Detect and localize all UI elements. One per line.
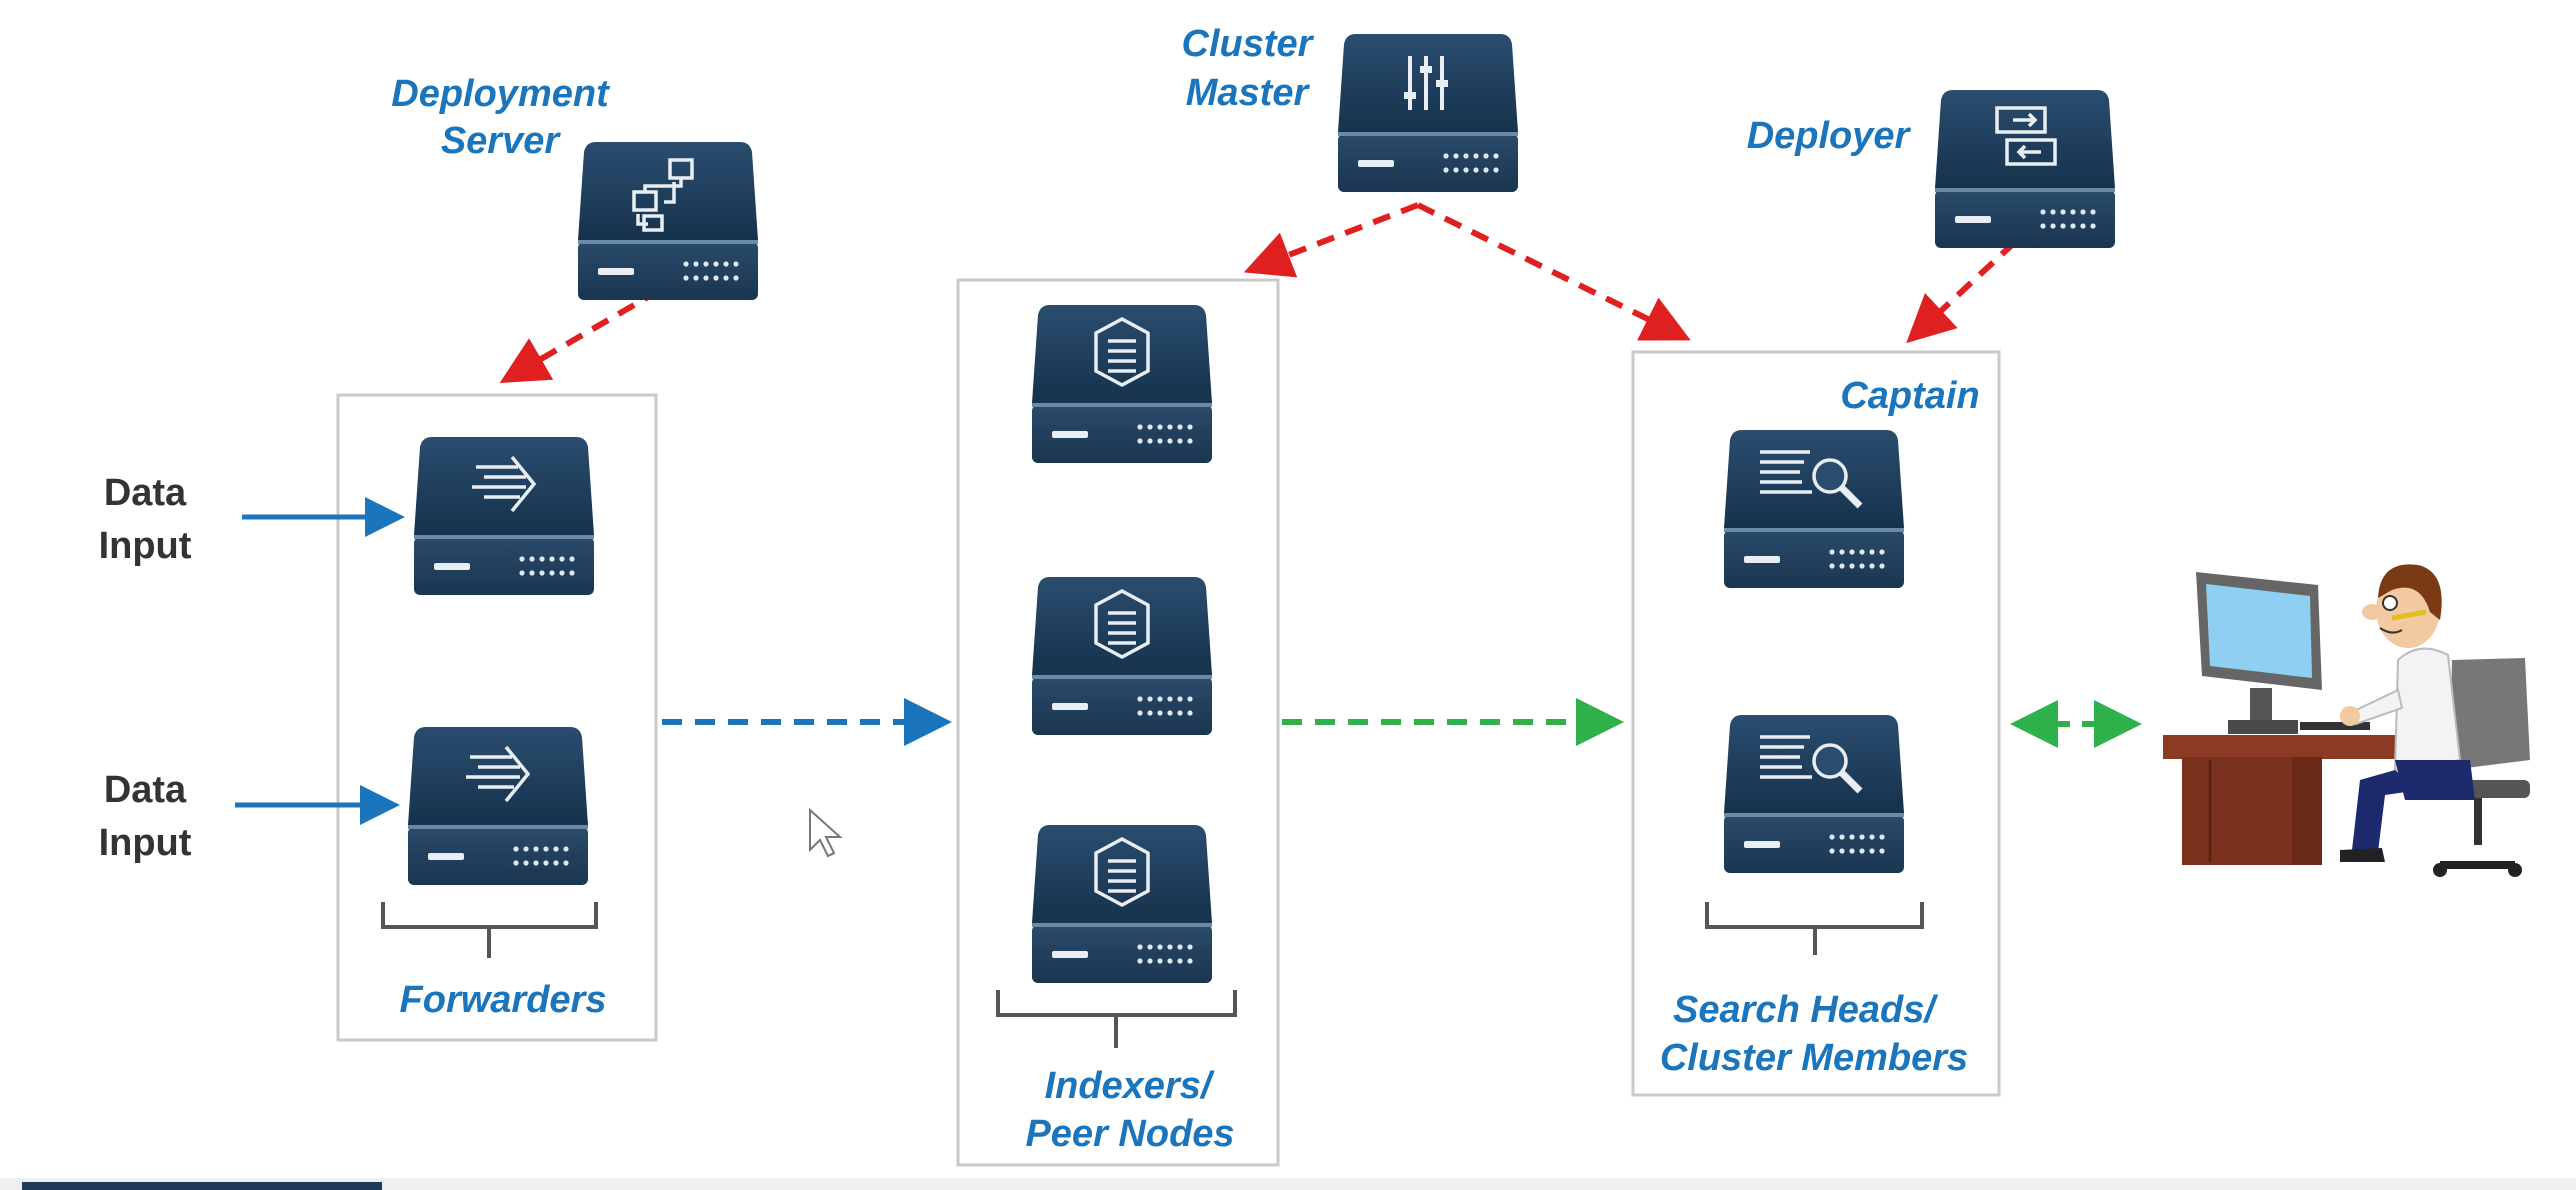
deployment-server-label: Deployment Server bbox=[391, 73, 610, 162]
svg-text:Cluster Members: Cluster Members bbox=[1660, 1037, 1968, 1079]
forwarder-icon bbox=[472, 455, 537, 513]
indexer-server-2 bbox=[1032, 577, 1212, 735]
cluster-master-label: Cluster Master bbox=[1182, 23, 1315, 114]
cluster-master-icon bbox=[1404, 56, 1448, 110]
forwarder-server-2 bbox=[408, 727, 588, 885]
deployer-to-search-heads-arrow bbox=[1906, 239, 2018, 344]
indexer-icon bbox=[1094, 837, 1150, 907]
bottom-tab bbox=[22, 1182, 382, 1190]
indexers-brace bbox=[996, 990, 1237, 1048]
data-input-1-label: Data Input bbox=[99, 472, 192, 567]
mouse-cursor-icon bbox=[809, 807, 843, 858]
indexer-icon bbox=[1094, 589, 1150, 659]
forwarders-label: Forwarders bbox=[400, 979, 607, 1021]
svg-text:Cluster: Cluster bbox=[1182, 23, 1315, 65]
forwarder-server-1 bbox=[414, 437, 594, 595]
svg-text:Master: Master bbox=[1186, 72, 1311, 114]
indexer-server-3 bbox=[1032, 825, 1212, 983]
cluster-master-to-search-heads-arrow bbox=[1416, 202, 1691, 341]
deployment-server-to-forwarders-arrow bbox=[499, 287, 662, 384]
captain-label: Captain bbox=[1840, 375, 1979, 417]
indexer-server-1 bbox=[1032, 305, 1212, 463]
search-heads-brace bbox=[1705, 902, 1924, 955]
search-head-server-2 bbox=[1724, 715, 1904, 873]
forwarders-brace bbox=[381, 902, 598, 958]
indexers-label: Indexers/ Peer Nodes bbox=[1025, 1065, 1234, 1155]
search-head-icon bbox=[1760, 450, 1863, 509]
search-head-server-1 bbox=[1724, 430, 1904, 588]
svg-text:Data: Data bbox=[104, 472, 187, 514]
deployer-icon bbox=[1995, 106, 2057, 166]
deployer-server bbox=[1935, 90, 2115, 248]
cluster-master bbox=[1338, 34, 1518, 192]
deployment-server-icon bbox=[632, 158, 694, 232]
user-at-computer-icon bbox=[2163, 564, 2530, 877]
forwarder-icon bbox=[466, 745, 531, 803]
search-head-icon bbox=[1760, 735, 1863, 794]
svg-text:Server: Server bbox=[441, 120, 562, 162]
svg-text:Input: Input bbox=[99, 525, 192, 567]
svg-text:Data: Data bbox=[104, 769, 187, 811]
svg-text:Input: Input bbox=[99, 822, 192, 864]
deployment-server bbox=[578, 142, 758, 300]
cluster-master-to-indexers-arrow bbox=[1243, 202, 1420, 278]
svg-text:Peer Nodes: Peer Nodes bbox=[1025, 1113, 1234, 1155]
bottom-bar bbox=[0, 1178, 2576, 1190]
indexer-icon bbox=[1094, 317, 1150, 387]
svg-text:Deployment: Deployment bbox=[391, 73, 610, 115]
deployer-label: Deployer bbox=[1747, 115, 1912, 157]
svg-text:Search Heads/: Search Heads/ bbox=[1673, 989, 1938, 1031]
data-input-2-label: Data Input bbox=[99, 769, 192, 864]
svg-text:Indexers/: Indexers/ bbox=[1045, 1065, 1215, 1107]
search-heads-label: Search Heads/ Cluster Members bbox=[1660, 989, 1968, 1079]
